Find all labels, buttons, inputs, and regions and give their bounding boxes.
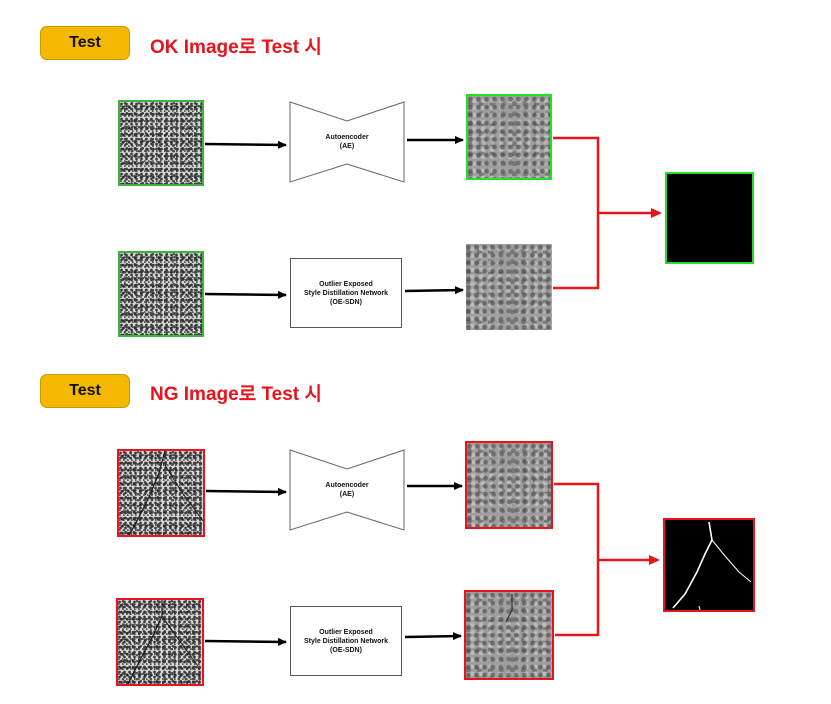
oesdn-label-line2: Style Distillation Network bbox=[303, 289, 389, 297]
arrow-ng-oesdn-to-output bbox=[404, 632, 462, 641]
arrow-ng-input-to-ae bbox=[205, 487, 287, 496]
oesdn-node-ok: Outlier Exposed Style Distillation Netwo… bbox=[290, 258, 402, 328]
ng-input-image-oesdn bbox=[116, 598, 204, 686]
crack-line bbox=[127, 600, 199, 684]
arrow-ok-merge bbox=[553, 136, 600, 290]
autoencoder-node-ok: Autoencoder (AE) bbox=[290, 102, 404, 182]
ng-section-heading: NG Image로 Test 시 bbox=[150, 384, 322, 405]
ok-output-image-oesdn bbox=[466, 244, 552, 330]
oesdn-abbr: (OE-SDN) bbox=[330, 298, 362, 306]
autoencoder-shape-ok bbox=[289, 101, 405, 183]
ok-output-image-ae bbox=[466, 94, 552, 180]
ok-anomaly-map bbox=[665, 172, 754, 264]
ok-input-image-oesdn bbox=[118, 251, 204, 337]
autoencoder-label: Autoencoder bbox=[325, 482, 369, 489]
arrow-ok-input-to-ae bbox=[204, 140, 287, 149]
test-badge-ok: Test bbox=[40, 26, 130, 60]
autoencoder-abbr: (AE) bbox=[339, 143, 355, 150]
ng-anomaly-map bbox=[663, 518, 755, 612]
arrow-ok-input-to-oesdn bbox=[204, 290, 287, 299]
ok-section-heading: OK Image로 Test 시 bbox=[150, 37, 322, 58]
autoencoder-label: Autoencoder bbox=[325, 134, 369, 141]
crack-line bbox=[128, 451, 203, 535]
oesdn-node-ng: Outlier Exposed Style Distillation Netwo… bbox=[290, 606, 402, 676]
oesdn-label-line1: Outlier Exposed bbox=[319, 280, 373, 288]
ok-input-image-ae bbox=[118, 100, 204, 186]
autoencoder-abbr: (AE) bbox=[339, 491, 355, 498]
test-badge-ng: Test bbox=[40, 374, 130, 408]
oesdn-label-line2: Style Distillation Network bbox=[303, 637, 389, 645]
oesdn-abbr: (OE-SDN) bbox=[330, 646, 362, 654]
arrow-ng-input-to-oesdn bbox=[204, 637, 287, 646]
crack-line bbox=[505, 594, 513, 623]
ng-input-image-ae bbox=[117, 449, 205, 537]
arrow-ok-oesdn-to-output bbox=[404, 286, 464, 295]
autoencoder-shape-ng bbox=[289, 449, 405, 531]
detected-crack bbox=[672, 521, 752, 610]
badge-label: Test bbox=[69, 34, 101, 51]
badge-label: Test bbox=[69, 382, 101, 399]
ng-output-image-oesdn bbox=[464, 590, 554, 680]
oesdn-label-line1: Outlier Exposed bbox=[319, 628, 373, 636]
arrow-ng-merge bbox=[554, 482, 600, 637]
ng-output-image-ae bbox=[465, 441, 553, 529]
autoencoder-node-ng: Autoencoder (AE) bbox=[290, 450, 404, 530]
